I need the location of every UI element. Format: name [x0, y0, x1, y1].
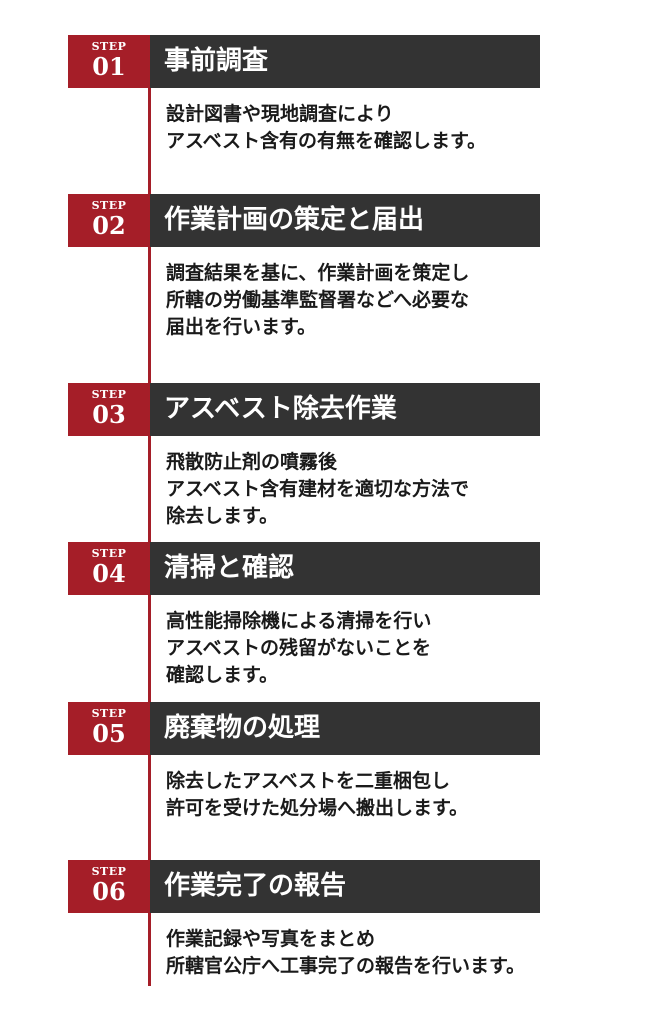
step-description-line: 作業記録や写真をまとめ: [166, 928, 376, 950]
step-description: 設計図書や現地調査により アスベスト含有の有無を確認します。: [166, 101, 636, 155]
step-description-line: 届出を行います。: [166, 316, 317, 338]
step-description-line: アスベスト含有建材を適切な方法で: [166, 478, 470, 500]
step-badge: STEP 04: [68, 542, 150, 595]
step-number: 01: [92, 52, 126, 81]
step-label: STEP: [91, 40, 127, 53]
step-header: STEP 06 作業完了の報告: [68, 860, 540, 913]
step-number: 03: [92, 400, 126, 429]
step-title: アスベスト除去作業: [164, 394, 397, 424]
step-label: STEP: [91, 199, 127, 212]
step-label: STEP: [91, 707, 127, 720]
step-description: 高性能掃除機による清掃を行い アスベストの残留がないことを 確認します。: [166, 608, 636, 689]
step-description: 調査結果を基に、作業計画を策定し 所轄の労働基準監督署などへ必要な 届出を行いま…: [166, 260, 636, 341]
step-header: STEP 03 アスベスト除去作業: [68, 383, 540, 436]
step-description-line: 所轄官公庁へ工事完了の報告を行います。: [166, 955, 526, 977]
step-badge: STEP 01: [68, 35, 150, 88]
step-title: 事前調査: [164, 46, 269, 76]
step-title: 作業完了の報告: [164, 871, 347, 901]
step-badge: STEP 06: [68, 860, 150, 913]
step-badge: STEP 02: [68, 194, 150, 247]
step-description-line: 高性能掃除機による清掃を行い: [166, 610, 432, 632]
step-title: 清掃と確認: [164, 553, 295, 583]
step-label: STEP: [91, 865, 127, 878]
step-description: 除去したアスベストを二重梱包し 許可を受けた処分場へ搬出します。: [166, 768, 636, 822]
step-description-line: 飛散防止剤の噴霧後: [166, 451, 338, 473]
step-title: 廃棄物の処理: [164, 713, 321, 743]
step-title-bar: 廃棄物の処理: [150, 702, 540, 755]
step-title: 作業計画の策定と届出: [164, 205, 425, 235]
step-description-line: 調査結果を基に、作業計画を策定し: [166, 262, 470, 284]
step-description: 飛散防止剤の噴霧後 アスベスト含有建材を適切な方法で 除去します。: [166, 449, 636, 530]
timeline-line: [148, 88, 151, 986]
step-description-line: 所轄の労働基準監督署などへ必要な: [166, 289, 470, 311]
step-description-line: 確認します。: [166, 664, 279, 686]
step-number: 06: [92, 877, 126, 906]
step-badge: STEP 05: [68, 702, 150, 755]
step-description: 作業記録や写真をまとめ 所轄官公庁へ工事完了の報告を行います。: [166, 926, 636, 980]
step-description-line: 許可を受けた処分場へ搬出します。: [166, 797, 469, 819]
step-description-line: 除去したアスベストを二重梱包し: [166, 770, 451, 792]
step-title-bar: アスベスト除去作業: [150, 383, 540, 436]
step-header: STEP 01 事前調査: [68, 35, 540, 88]
step-description-line: アスベストの残留がないことを: [166, 637, 432, 659]
step-badge: STEP 03: [68, 383, 150, 436]
step-title-bar: 作業計画の策定と届出: [150, 194, 540, 247]
step-number: 02: [92, 211, 126, 240]
step-title-bar: 事前調査: [150, 35, 540, 88]
step-label: STEP: [91, 547, 127, 560]
step-header: STEP 05 廃棄物の処理: [68, 702, 540, 755]
step-title-bar: 清掃と確認: [150, 542, 540, 595]
step-description-line: 除去します。: [166, 505, 279, 527]
step-header: STEP 04 清掃と確認: [68, 542, 540, 595]
step-number: 05: [92, 719, 126, 748]
step-header: STEP 02 作業計画の策定と届出: [68, 194, 540, 247]
step-number: 04: [92, 559, 126, 588]
step-label: STEP: [91, 388, 127, 401]
step-description-line: アスベスト含有の有無を確認します。: [166, 130, 487, 152]
step-title-bar: 作業完了の報告: [150, 860, 540, 913]
step-description-line: 設計図書や現地調査により: [166, 103, 394, 125]
